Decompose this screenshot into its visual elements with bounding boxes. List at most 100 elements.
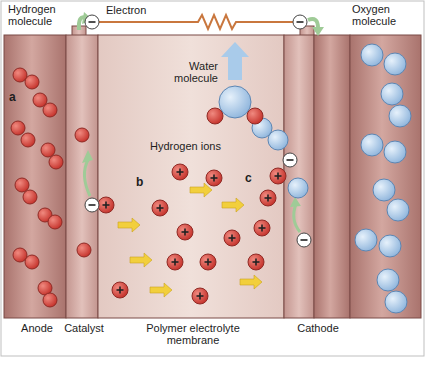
ion-flow-arrow xyxy=(130,253,152,267)
hydrogen-atom xyxy=(49,155,63,169)
ion-flow-arrow xyxy=(190,183,212,197)
charge-sign xyxy=(179,169,181,176)
oxygen-atom xyxy=(384,53,406,75)
charge-sign xyxy=(89,21,96,23)
ion-flow-arrow xyxy=(240,275,262,289)
charge-sign xyxy=(287,159,294,161)
electron xyxy=(297,233,311,247)
cathode-catalyst xyxy=(284,35,314,318)
electron-flow-arrow xyxy=(308,19,318,28)
part-label: Hydrogen molecule xyxy=(8,3,70,27)
part-label: Catalyst xyxy=(54,322,114,334)
electrolyte-membrane xyxy=(98,35,284,318)
hydrogen-ion xyxy=(177,224,193,240)
hydrogen-ion xyxy=(98,197,114,213)
electron-flow-arrowhead xyxy=(290,197,301,207)
oxygen-channel xyxy=(350,35,421,318)
hydrogen-ion xyxy=(192,288,208,304)
water-hydrogen xyxy=(247,108,263,124)
charge-sign xyxy=(267,195,269,202)
electron xyxy=(85,198,99,212)
ion-flow-arrow xyxy=(118,218,140,232)
hydrogen-ion xyxy=(206,170,222,186)
charge-sign xyxy=(199,293,201,300)
hydrogen-ion xyxy=(200,254,216,270)
electron-flow-arrowhead xyxy=(312,27,324,36)
electron xyxy=(85,15,99,29)
electron-flow-arrow xyxy=(84,160,90,196)
hydrogen-atom xyxy=(41,143,55,157)
oxygen-atom xyxy=(377,269,399,291)
electron xyxy=(283,153,297,167)
oxygen-atom xyxy=(389,105,411,127)
part-label: c xyxy=(245,172,257,184)
hydrogen-atom xyxy=(77,243,91,257)
hydrogen-atom xyxy=(48,215,62,229)
oxygen-atom xyxy=(373,179,395,201)
oxygen-atom xyxy=(384,141,406,163)
hydrogen-atom xyxy=(25,75,39,89)
ion-flow-arrow xyxy=(150,283,172,297)
picture-frame xyxy=(1,1,424,356)
charge-sign xyxy=(207,259,209,266)
hydrogen-atom xyxy=(75,128,89,142)
part-label: Cathode xyxy=(286,322,350,334)
hydrogen-atom xyxy=(11,121,25,135)
water-out-arrow xyxy=(228,56,242,80)
charge-sign xyxy=(213,175,215,182)
water-oxygen xyxy=(219,86,251,118)
oxygen-atom xyxy=(268,130,288,150)
charge-sign xyxy=(174,259,176,266)
hydrogen-atom xyxy=(21,133,35,147)
charge-sign xyxy=(255,259,257,266)
hydrogen-atom xyxy=(43,293,57,307)
electron-flow-arrow xyxy=(294,204,300,232)
charge-sign xyxy=(119,287,121,294)
charge-sign xyxy=(277,173,279,180)
hydrogen-atom xyxy=(15,178,29,192)
part-label: Hydrogen ions xyxy=(150,140,240,152)
hydrogen-ion xyxy=(112,282,128,298)
oxygen-atom xyxy=(385,291,407,313)
hydrogen-ion xyxy=(152,200,168,216)
part-label: Polymer electrolyte membrane xyxy=(138,322,248,346)
hydrogen-ion xyxy=(260,190,276,206)
hydrogen-ion xyxy=(254,220,270,236)
hydrogen-ion xyxy=(270,168,286,184)
hydrogen-atom xyxy=(25,255,39,269)
hydrogen-atom xyxy=(43,103,57,117)
oxygen-atom xyxy=(355,229,377,251)
part-label: Water molecule xyxy=(154,60,218,84)
oxygen-atom xyxy=(361,44,383,66)
charge-sign xyxy=(159,205,161,212)
part-label: Oxygen molecule xyxy=(352,3,418,27)
charge-sign xyxy=(184,229,186,236)
oxygen-atom xyxy=(361,134,383,156)
oxygen-atom xyxy=(379,235,401,257)
oxygen-atom xyxy=(288,178,308,198)
hydrogen-ion xyxy=(224,230,240,246)
ion-flow-arrow xyxy=(222,198,244,212)
charge-sign xyxy=(297,21,304,23)
oxygen-atom xyxy=(381,83,403,105)
water-hydrogen xyxy=(207,108,223,124)
charge-sign xyxy=(301,239,308,241)
part-label: b xyxy=(136,176,148,188)
hydrogen-ion xyxy=(248,254,264,270)
charge-sign xyxy=(89,204,96,206)
charge-sign xyxy=(105,202,107,209)
anode-catalyst xyxy=(66,35,98,318)
electron xyxy=(293,15,307,29)
external-circuit-wire xyxy=(99,15,293,29)
part-label: a xyxy=(9,91,21,103)
part-label: Electron xyxy=(106,4,166,16)
anode-plate xyxy=(4,35,66,318)
charge-sign xyxy=(231,235,233,242)
cathode-plate xyxy=(314,35,350,318)
water-out-arrowhead xyxy=(221,42,249,57)
charge-sign xyxy=(261,225,263,232)
hydrogen-ion xyxy=(172,164,188,180)
electron-flow-arrowhead xyxy=(82,150,93,163)
